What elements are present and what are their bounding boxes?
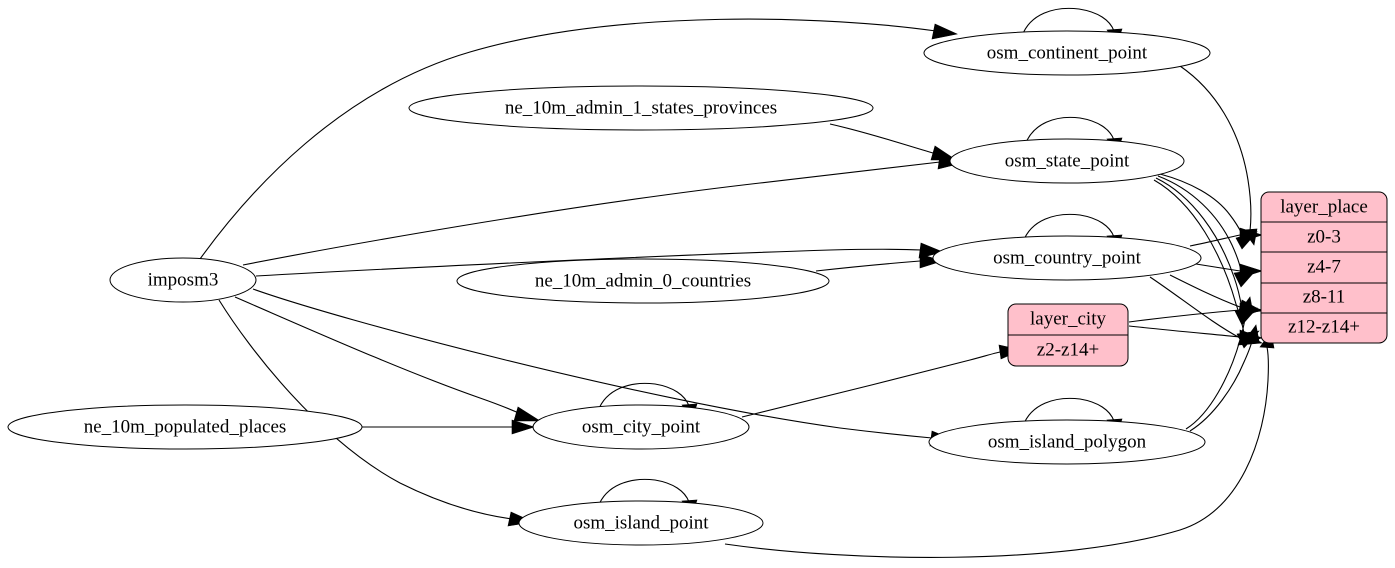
node-osm_island_point[interactable]: osm_island_point bbox=[518, 500, 764, 546]
record-row-z4-7[interactable]: z4-7 bbox=[1307, 256, 1341, 277]
node-osm_country_point[interactable]: osm_country_point bbox=[932, 235, 1202, 281]
node-ne_10m_admin_1_states_provinces[interactable]: ne_10m_admin_1_states_provinces bbox=[408, 85, 874, 131]
edge-imposm3-to-osm_city_point bbox=[234, 296, 542, 422]
node-osm_continent_point[interactable]: osm_continent_point bbox=[923, 30, 1211, 76]
record-row-z12-z14plus[interactable]: z12-z14+ bbox=[1288, 316, 1360, 337]
edge-ne1-to-osm_state_point bbox=[829, 123, 957, 161]
edge-osm_continent_point-to-z0-3 bbox=[1179, 65, 1258, 246]
edge-imposm3-to-osm_continent_point bbox=[199, 18, 958, 260]
record-title-layer_city: layer_city bbox=[1030, 308, 1106, 329]
record-node-layer: layer_place z0-3 z4-7 z8-11 z12-z14+ lay… bbox=[1007, 191, 1388, 367]
record-title-layer_place: layer_place bbox=[1280, 196, 1368, 217]
node-ne_10m_admin_0_countries[interactable]: ne_10m_admin_0_countries bbox=[456, 258, 830, 304]
node-label-osm_city_point: osm_city_point bbox=[582, 416, 701, 437]
edge-osm_city_point-to-layer_city bbox=[741, 344, 1022, 418]
node-label-osm_island_point: osm_island_point bbox=[573, 512, 709, 533]
node-label-osm_country_point: osm_country_point bbox=[993, 247, 1141, 268]
node-layer: imposm3 ne_10m_admin_1_states_provinces … bbox=[7, 30, 1211, 546]
node-label-ne_10m_admin_1_states_provinces: ne_10m_admin_1_states_provinces bbox=[505, 97, 777, 118]
edge-ne_pop-to-osm_city_point bbox=[362, 419, 535, 435]
node-osm_island_polygon[interactable]: osm_island_polygon bbox=[928, 419, 1206, 465]
edge-osm_island_polygon-to-z12-z14 bbox=[1189, 324, 1260, 432]
node-imposm3[interactable]: imposm3 bbox=[109, 257, 257, 303]
edge-osm_country_point-to-z4-7 bbox=[1195, 263, 1263, 279]
record-node-layer_place[interactable]: layer_place z0-3 z4-7 z8-11 z12-z14+ bbox=[1260, 191, 1388, 344]
edge-layer_city-to-z12-z14 bbox=[1128, 325, 1263, 345]
edge-osm_island_polygon-to-z8-11 bbox=[1185, 296, 1254, 430]
node-label-imposm3: imposm3 bbox=[148, 269, 219, 290]
edge-osm_country_point-to-z0-3 bbox=[1189, 227, 1263, 247]
node-ne_10m_populated_places[interactable]: ne_10m_populated_places bbox=[7, 404, 363, 450]
node-osm_state_point[interactable]: osm_state_point bbox=[949, 138, 1185, 184]
node-label-osm_island_polygon: osm_island_polygon bbox=[988, 431, 1147, 452]
edge-imposm3-to-osm_state_point bbox=[242, 154, 964, 266]
edge-imposm3-to-osm_country_point bbox=[255, 242, 944, 277]
node-label-ne_10m_populated_places: ne_10m_populated_places bbox=[84, 416, 287, 437]
record-row-z2-z14plus[interactable]: z2-z14+ bbox=[1037, 339, 1099, 360]
node-label-osm_continent_point: osm_continent_point bbox=[987, 42, 1148, 63]
record-row-z8-11[interactable]: z8-11 bbox=[1303, 286, 1346, 307]
node-label-osm_state_point: osm_state_point bbox=[1005, 150, 1130, 171]
node-osm_city_point[interactable]: osm_city_point bbox=[532, 404, 750, 450]
edge-ne0-to-osm_country_point bbox=[815, 253, 943, 272]
node-label-ne_10m_admin_0_countries: ne_10m_admin_0_countries bbox=[535, 270, 751, 291]
record-node-layer_city[interactable]: layer_city z2-z14+ bbox=[1007, 303, 1129, 367]
record-row-z0-3[interactable]: z0-3 bbox=[1307, 226, 1341, 247]
